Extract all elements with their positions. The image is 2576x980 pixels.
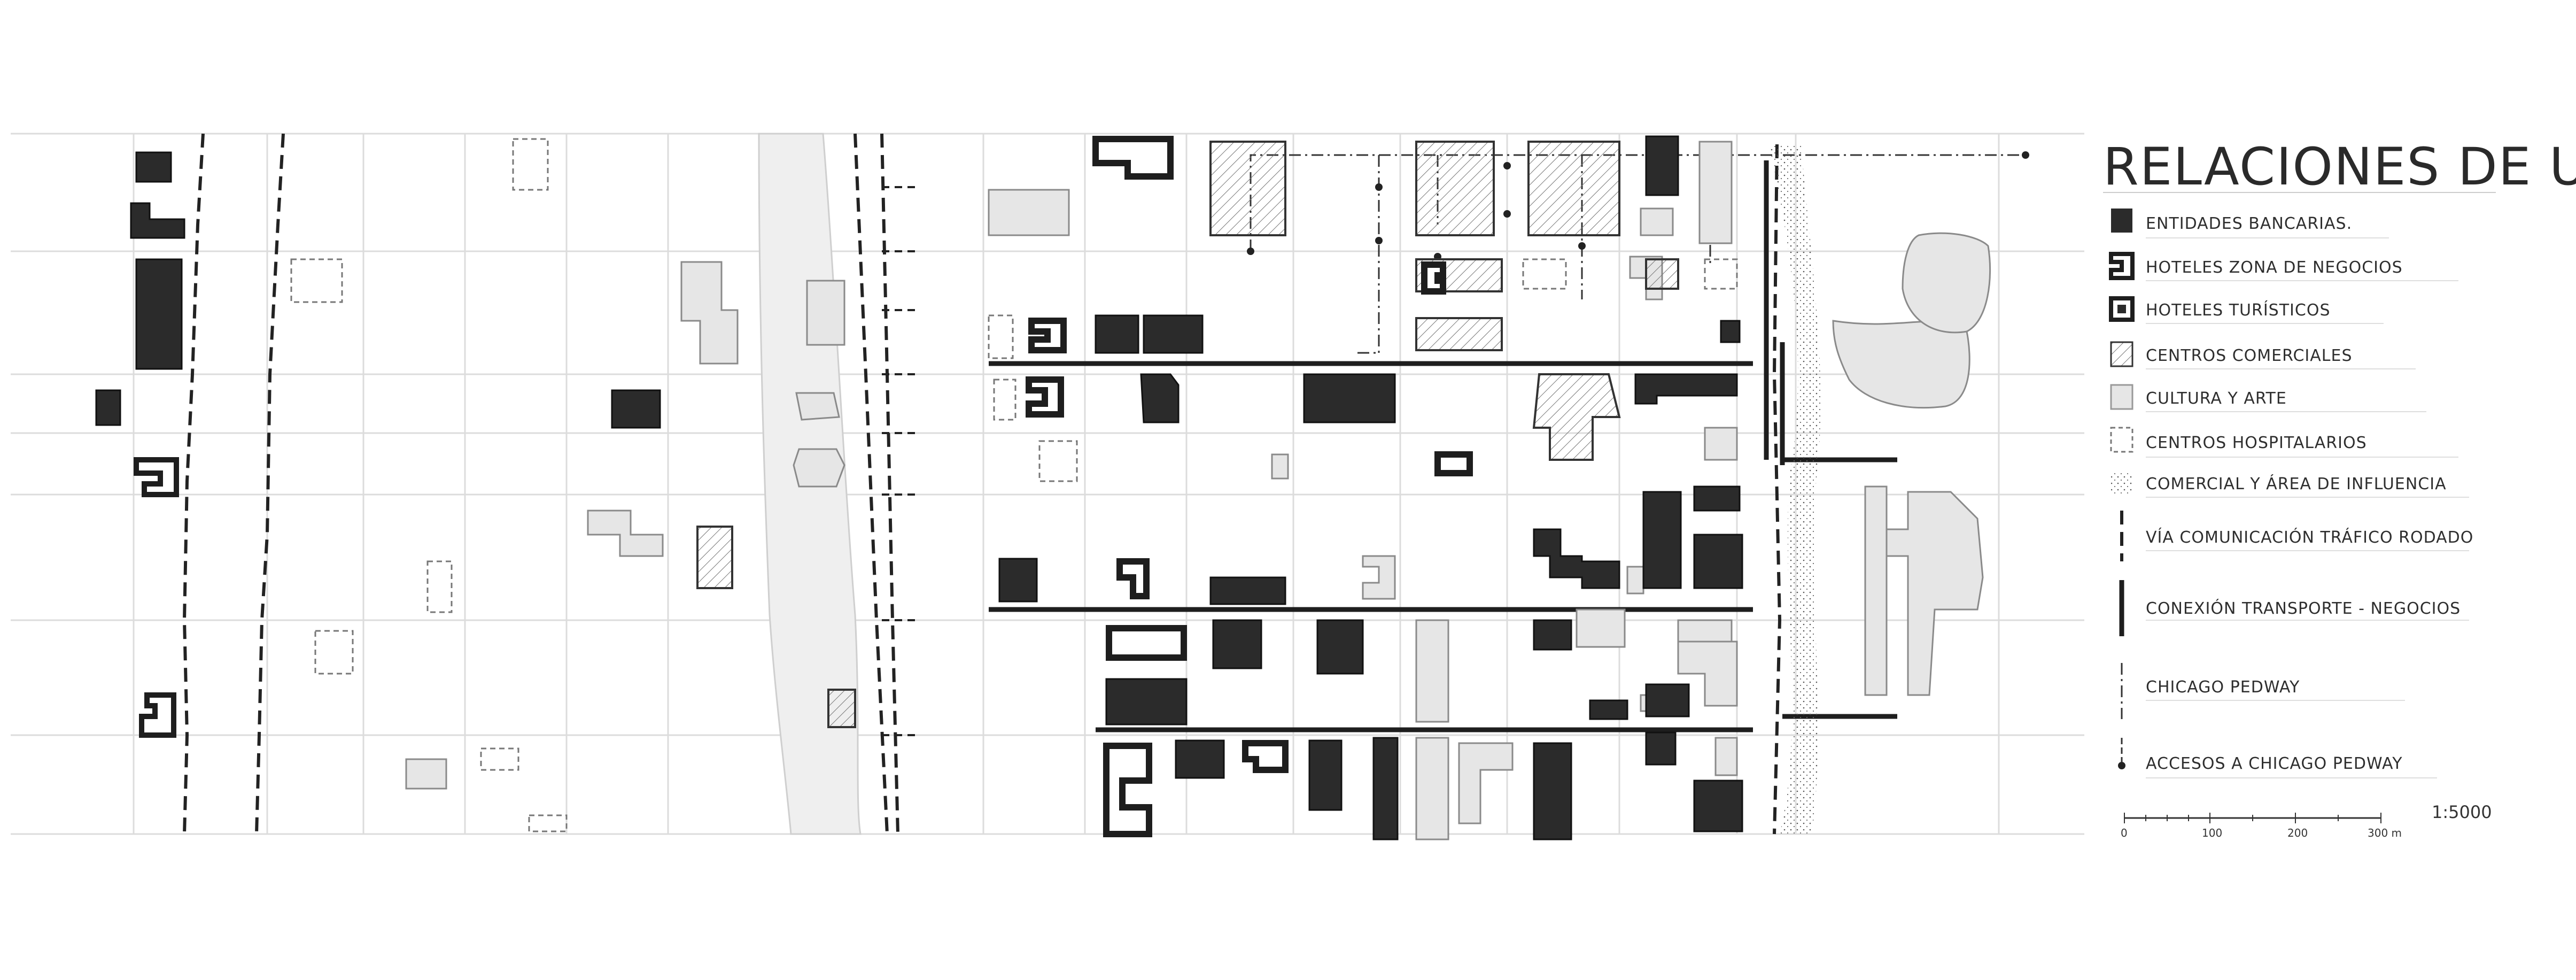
legend-swatch-bank xyxy=(2111,209,2132,233)
legend-label-transport: CONEXIÓN TRANSPORTE - NEGOCIOS xyxy=(2146,598,2461,618)
tourist-hotels xyxy=(134,457,179,738)
legend-label-culture: CULTURA Y ARTE xyxy=(2146,389,2287,408)
culture-buildings xyxy=(405,141,1991,840)
scale-tick-200: 200 xyxy=(2287,827,2308,839)
legend-swatch-influence xyxy=(2111,473,2132,495)
scale-bar: 0 100 200 300 m 1:5000 xyxy=(2121,802,2492,839)
legend-label-commercial: CENTROS COMERCIALES xyxy=(2146,346,2353,365)
scale-ratio: 1:5000 xyxy=(2432,802,2492,822)
east-bank-dashes xyxy=(882,186,919,736)
legend-label-pedway: CHICAGO PEDWAY xyxy=(2146,678,2300,697)
scale-tick-300: 300 m xyxy=(2368,827,2402,839)
legend-swatch-commercial xyxy=(2110,341,2133,367)
scale-tick-0: 0 xyxy=(2121,827,2128,839)
scale-tick-100: 100 xyxy=(2202,827,2222,839)
legend-label-hotel-business: HOTELES ZONA DE NEGOCIOS xyxy=(2146,258,2403,277)
road-lines xyxy=(182,133,1782,835)
legend-title: RELACIONES DE USOS xyxy=(2103,137,2576,197)
legend: RELACIONES DE USOS ENTIDADES BANCARIAS. … xyxy=(2103,137,2576,778)
legend-label-pedway-access: ACCESOS A CHICAGO PEDWAY xyxy=(2146,754,2403,773)
legend-label-hotel-tourist: HOTELES TURÍSTICOS xyxy=(2146,300,2331,320)
legend-swatch-culture xyxy=(2110,384,2133,410)
legend-label-hospital: CENTROS HOSPITALARIOS xyxy=(2146,434,2367,452)
hospital-buildings xyxy=(290,138,1738,832)
business-hotels xyxy=(1026,136,1473,837)
legend-swatch-hospital xyxy=(2110,427,2133,453)
bank-buildings xyxy=(95,135,1743,840)
commercial-buildings xyxy=(696,141,1679,728)
legend-label-influence: COMERCIAL Y ÁREA DE INFLUENCIA xyxy=(2146,474,2447,493)
transport-connections xyxy=(989,160,1897,732)
legend-label-bank: ENTIDADES BANCARIAS. xyxy=(2146,214,2352,233)
legend-label-road: VÍA COMUNICACIÓN TRÁFICO RODADO xyxy=(2146,527,2473,547)
street-grid xyxy=(11,133,2084,835)
influence-area xyxy=(1769,144,1821,834)
legend-swatch-hotel-business xyxy=(2109,252,2135,280)
legend-swatch-pedway-access xyxy=(2118,762,2125,769)
